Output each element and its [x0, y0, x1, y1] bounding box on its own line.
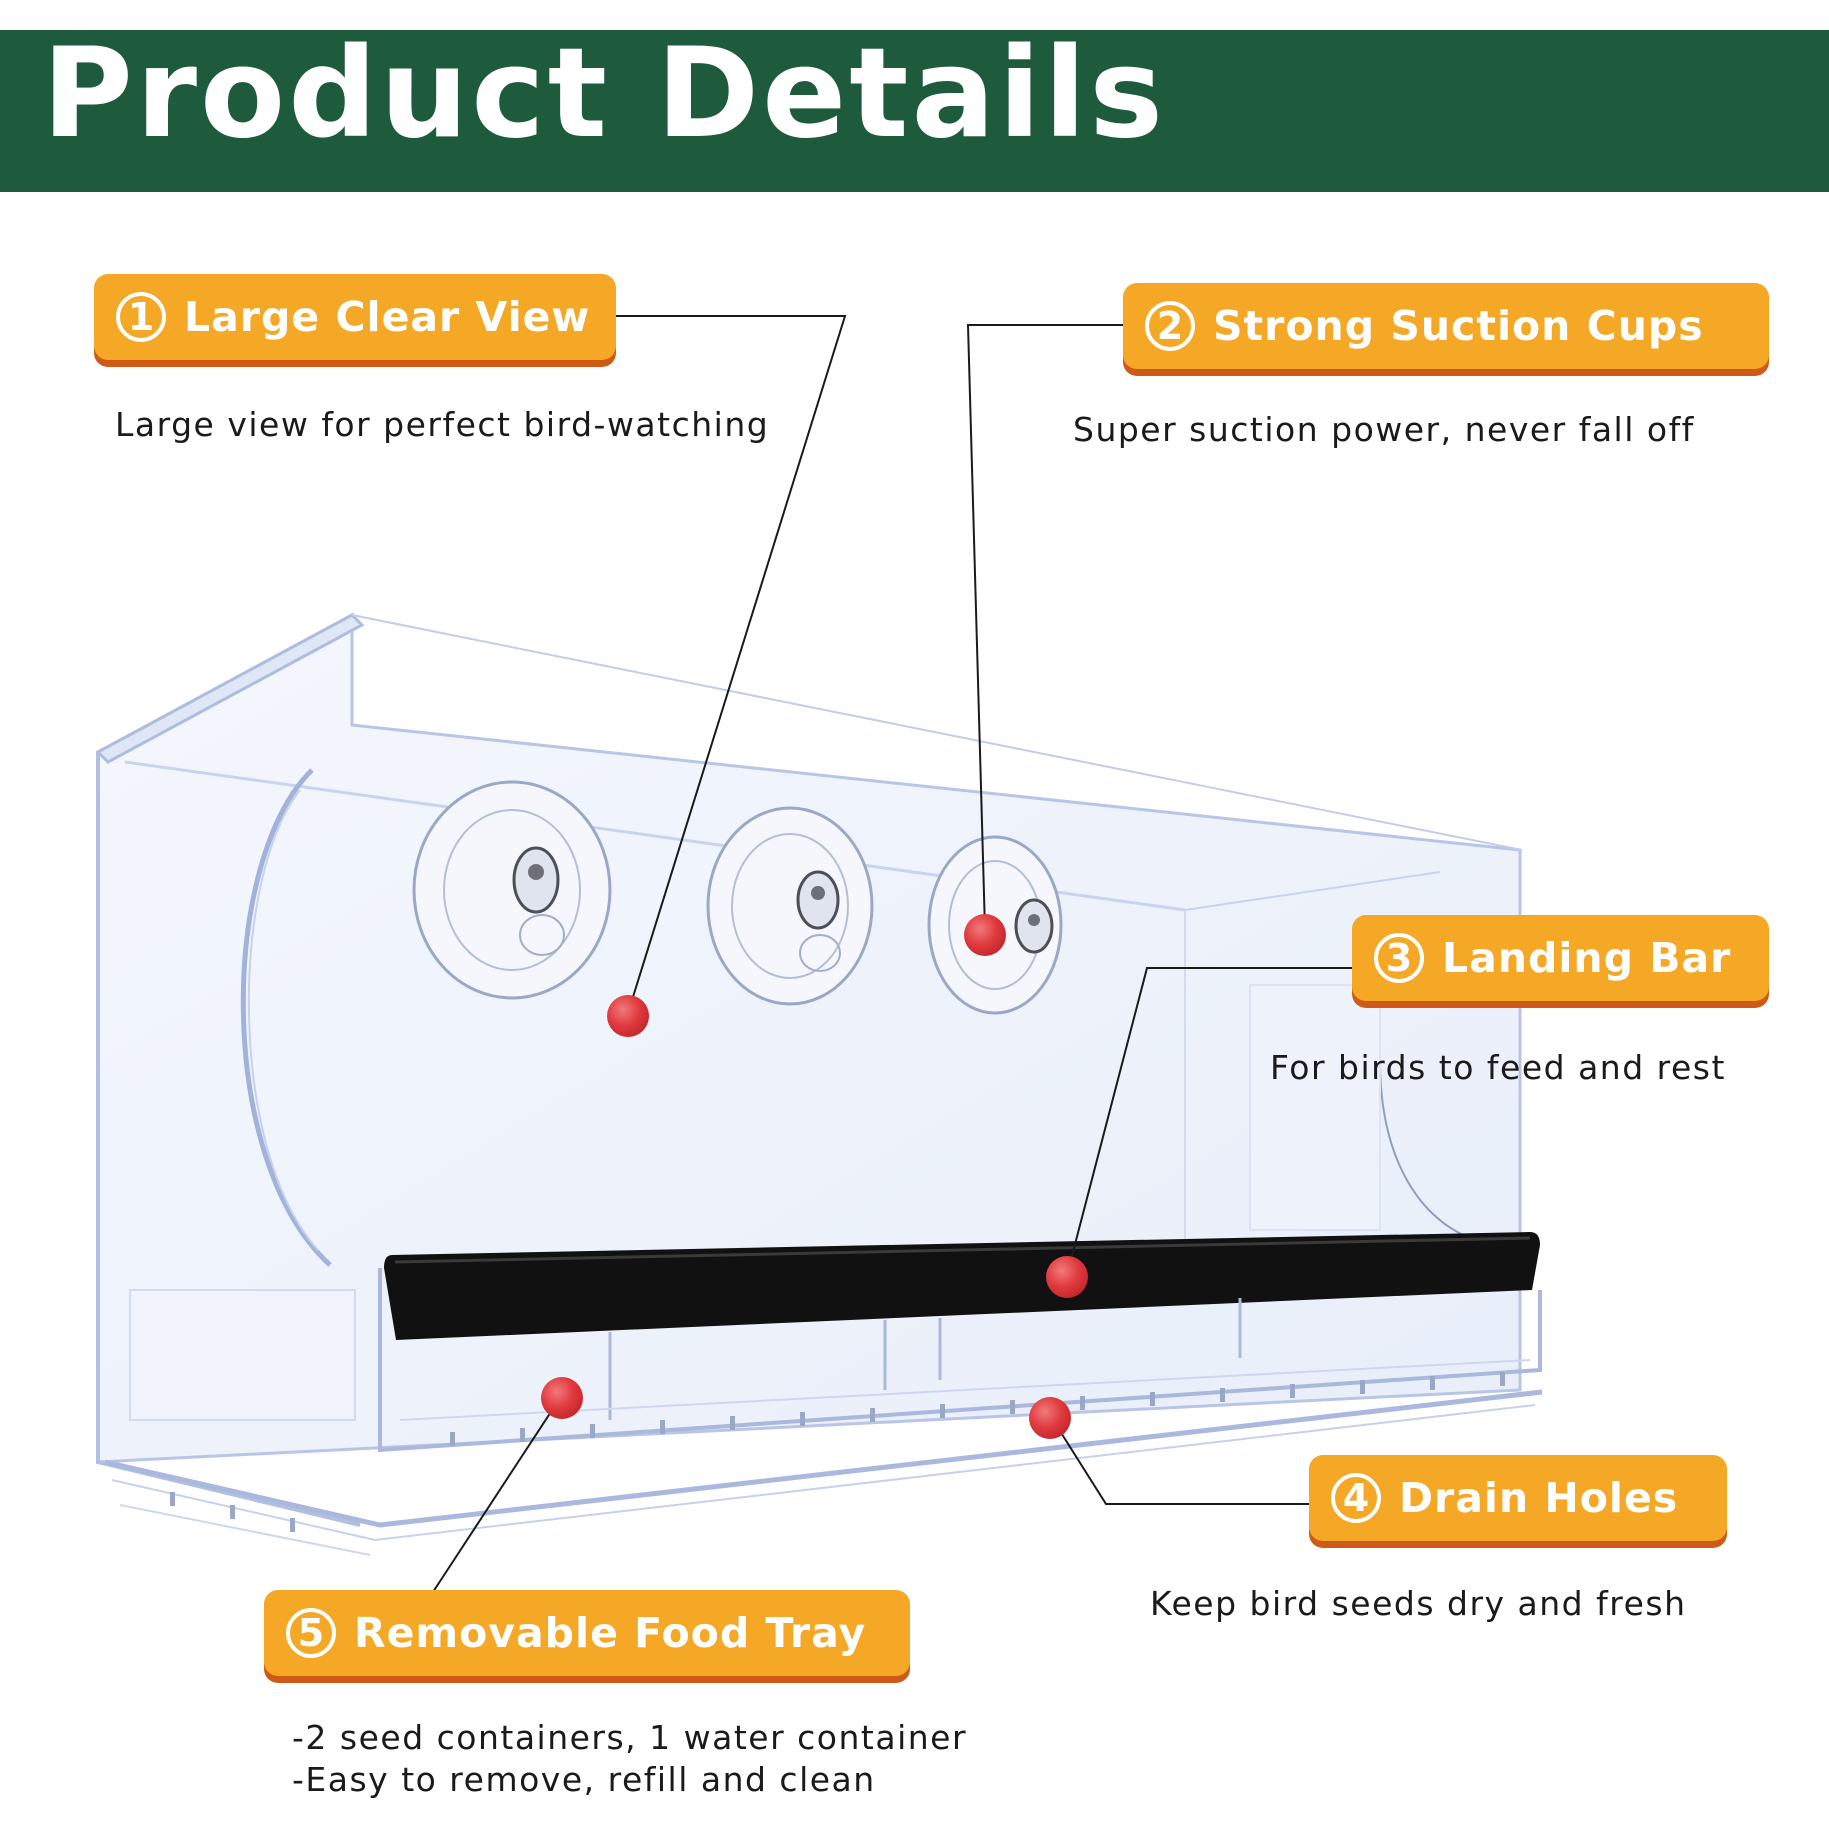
marker-dot-food-tray: [541, 1377, 583, 1419]
callout-landing-bar: 3 Landing Bar: [1352, 915, 1769, 1001]
drain-holes: [170, 1372, 1505, 1532]
number-badge-1: 1: [116, 292, 166, 342]
callout-description: For birds to feed and rest: [1270, 1048, 1726, 1087]
callout-large-clear-view: 1 Large Clear View: [94, 274, 616, 360]
callout-removable-food-tray: 5 Removable Food Tray: [264, 1590, 910, 1676]
callout-label: Large Clear View: [184, 293, 591, 341]
callout-drain-holes: 4 Drain Holes: [1309, 1455, 1727, 1541]
number-badge-2: 2: [1145, 301, 1195, 351]
callout-description: Keep bird seeds dry and fresh: [1150, 1584, 1687, 1623]
callout-label: Drain Holes: [1399, 1474, 1679, 1522]
number-badge-3: 3: [1374, 933, 1424, 983]
callout-label: Landing Bar: [1442, 934, 1732, 982]
marker-dot-large-clear-view: [607, 995, 649, 1037]
callout-description-line-2: -Easy to remove, refill and clean: [292, 1760, 876, 1799]
callout-label: Strong Suction Cups: [1213, 302, 1704, 350]
suction-cup-2: [706, 806, 874, 1006]
page-title: Product Details: [42, 22, 1167, 166]
callout-leader-lines: [432, 315, 1352, 1593]
marker-dot-drain-holes: [1029, 1397, 1071, 1439]
callout-strong-suction-cups: 2 Strong Suction Cups: [1123, 283, 1769, 369]
callout-description: Super suction power, never fall off: [1073, 410, 1695, 449]
number-badge-4: 4: [1331, 1473, 1381, 1523]
callout-description-line-1: -2 seed containers, 1 water container: [292, 1718, 968, 1757]
number-badge-5: 5: [286, 1608, 336, 1658]
food-tray: [104, 1268, 1543, 1556]
marker-dot-suction-cups: [964, 914, 1006, 956]
marker-dot-landing-bar: [1046, 1256, 1088, 1298]
suction-cup-1: [412, 780, 612, 1000]
callout-label: Removable Food Tray: [354, 1609, 867, 1657]
header-band: [0, 30, 1829, 192]
landing-bar: [384, 1232, 1540, 1340]
callout-description: Large view for perfect bird-watching: [115, 405, 770, 444]
